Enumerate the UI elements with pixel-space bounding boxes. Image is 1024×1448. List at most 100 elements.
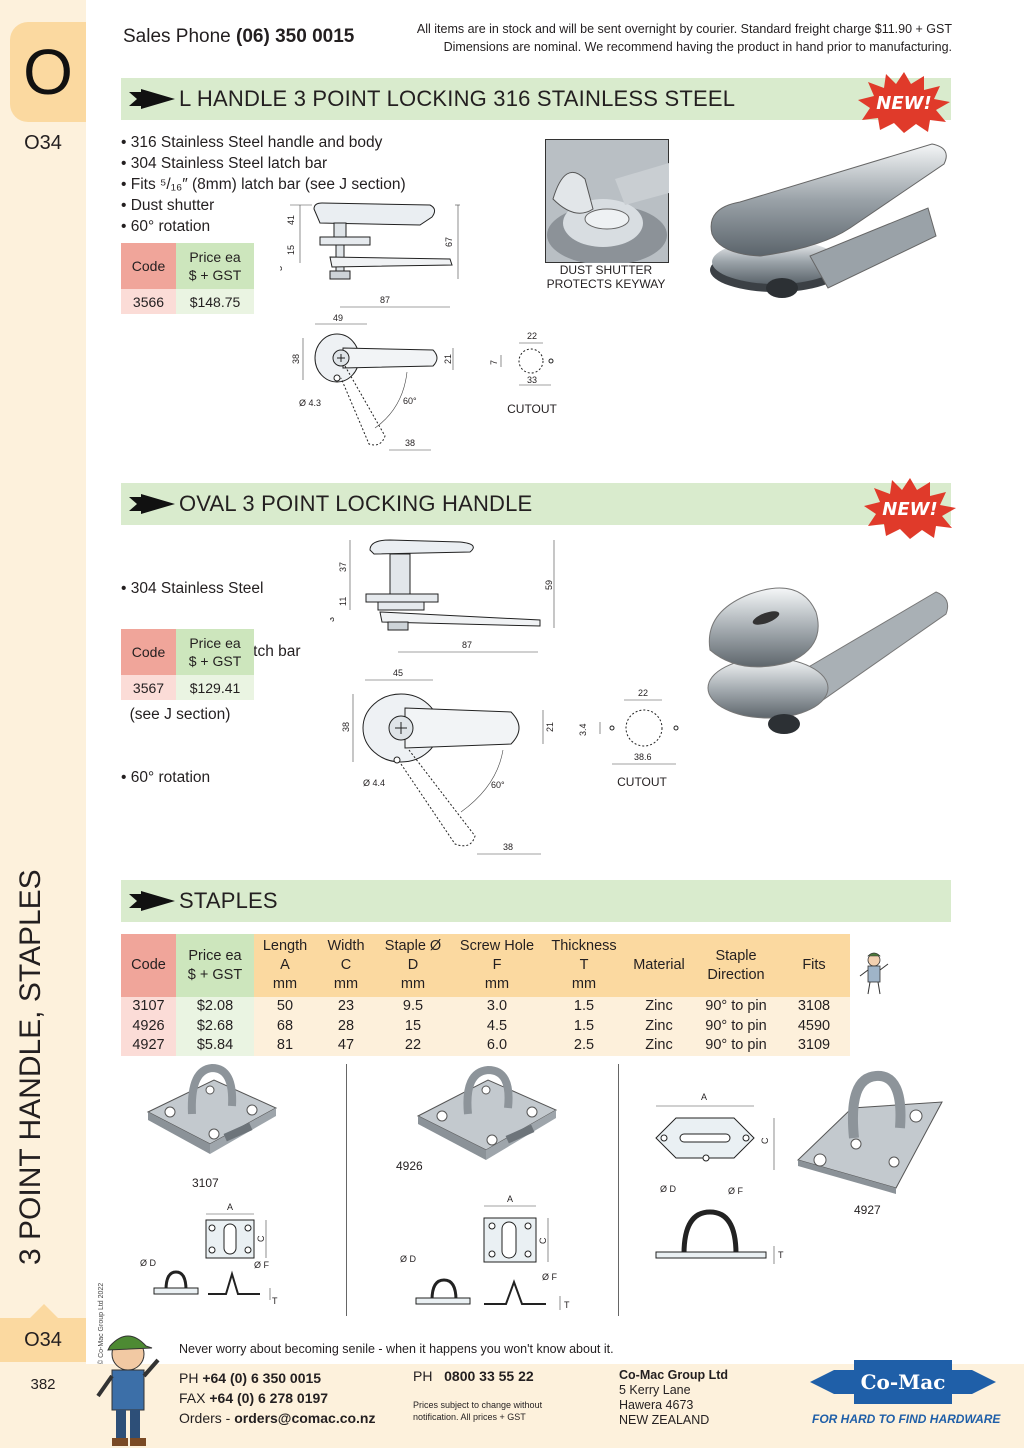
feature-item: (see J section) bbox=[121, 706, 231, 723]
table-cell: 1.5 bbox=[544, 997, 624, 1017]
table-cell: $2.68 bbox=[176, 1016, 254, 1036]
product-label-4927: 4927 bbox=[854, 1203, 881, 1217]
product-price: $148.75 bbox=[176, 289, 254, 314]
freephone-number[interactable]: 0800 33 55 22 bbox=[444, 1368, 534, 1384]
page-code-bottom: O34 bbox=[0, 1304, 86, 1362]
table-cell: 6.0 bbox=[450, 1036, 544, 1056]
table-cell: Zinc bbox=[624, 1036, 694, 1056]
phone-number[interactable]: +64 (0) 6 350 0015 bbox=[202, 1370, 322, 1386]
comac-logo: Co-Mac bbox=[810, 1360, 996, 1404]
table-cell: 3108 bbox=[778, 997, 850, 1017]
svg-text:87: 87 bbox=[380, 295, 390, 305]
section-bar-staples: STAPLES bbox=[121, 880, 951, 922]
table-cell: 81 bbox=[254, 1036, 316, 1056]
logo-text: Co-Mac bbox=[861, 1370, 946, 1394]
svg-text:3.4: 3.4 bbox=[578, 723, 588, 736]
column-header: Price ea$ + GST bbox=[176, 934, 254, 997]
svg-text:C: C bbox=[760, 1137, 770, 1144]
column-header: Code bbox=[121, 934, 176, 997]
new-badge-text: NEW! bbox=[882, 499, 937, 520]
sales-phone-number: (06) 350 0015 bbox=[236, 26, 355, 47]
l-handle-top-drawing: 49 60° Ø 4.3 38 21 38 bbox=[291, 313, 454, 451]
company-name: Co-Mac Group Ltd bbox=[619, 1368, 729, 1382]
svg-text:60°: 60° bbox=[403, 396, 417, 406]
orders-label: Orders - bbox=[179, 1410, 231, 1426]
new-badge-icon: NEW! bbox=[864, 478, 956, 539]
table-cell: 1.5 bbox=[544, 1016, 624, 1036]
staple-4927-drawing: A C Ø F Ø D T bbox=[655, 1092, 784, 1264]
feature-list: • 316 Stainless Steel handle and body • … bbox=[121, 132, 406, 237]
table-cell: 3.0 bbox=[450, 997, 544, 1017]
table-cell: 28 bbox=[316, 1016, 376, 1036]
code-header: Code bbox=[121, 243, 176, 289]
feature-item: • 304 Stainless Steel bbox=[121, 580, 264, 597]
table-cell: 3107 bbox=[121, 997, 176, 1017]
mascot-small-icon bbox=[859, 952, 889, 995]
l-handle-side-drawing: 41 15 3 67 87 bbox=[280, 202, 460, 308]
phone-label: PH bbox=[179, 1370, 199, 1386]
dust-shutter-caption: DUST SHUTTER PROTECTS KEYWAY bbox=[546, 263, 666, 291]
svg-text:67: 67 bbox=[444, 237, 454, 247]
column-header: Fits bbox=[778, 934, 850, 997]
table-cell: 4590 bbox=[778, 1016, 850, 1036]
staple-4927-photo bbox=[797, 1071, 943, 1194]
svg-text:C: C bbox=[538, 1237, 548, 1244]
dust-shutter-photo bbox=[545, 139, 669, 263]
svg-text:C: C bbox=[256, 1235, 266, 1242]
staple-3107-photo bbox=[146, 1063, 278, 1154]
orders-email-link[interactable]: orders@comac.co.nz bbox=[234, 1410, 376, 1426]
table-cell: 50 bbox=[254, 997, 316, 1017]
section-title: L HANDLE 3 POINT LOCKING 316 STAINLESS S… bbox=[179, 86, 736, 111]
contact-block: PH +64 (0) 6 350 0015 FAX +64 (0) 6 278 … bbox=[179, 1368, 376, 1428]
table-cell: 22 bbox=[376, 1036, 450, 1056]
svg-text:45: 45 bbox=[393, 668, 403, 678]
svg-text:Ø 4.4: Ø 4.4 bbox=[363, 778, 385, 788]
feature-item: • 60° rotation bbox=[121, 218, 211, 235]
svg-text:33: 33 bbox=[527, 375, 537, 385]
table-cell: 90° to pin bbox=[694, 1036, 778, 1056]
svg-text:T: T bbox=[272, 1296, 278, 1306]
product-label-4926: 4926 bbox=[396, 1159, 423, 1173]
svg-text:3: 3 bbox=[330, 617, 336, 622]
svg-text:Ø F: Ø F bbox=[728, 1186, 744, 1196]
svg-text:21: 21 bbox=[443, 354, 453, 364]
table-cell: 47 bbox=[316, 1036, 376, 1056]
table-cell: Zinc bbox=[624, 997, 694, 1017]
table-cell: 4.5 bbox=[450, 1016, 544, 1036]
code-header: Code bbox=[121, 629, 176, 675]
page-number: 382 bbox=[30, 1376, 56, 1393]
svg-text:60°: 60° bbox=[491, 780, 505, 790]
svg-text:21: 21 bbox=[545, 722, 555, 732]
table-cell: 90° to pin bbox=[694, 1016, 778, 1036]
section-letter-tab: O bbox=[10, 22, 86, 122]
svg-text:38: 38 bbox=[503, 842, 513, 852]
notice-line-2: Dimensions are nominal. We recommend hav… bbox=[443, 40, 952, 54]
arrow-icon bbox=[129, 494, 175, 514]
shipping-notice: All items are in stock and will be sent … bbox=[352, 20, 952, 56]
svg-text:Ø D: Ø D bbox=[140, 1258, 157, 1268]
svg-text:37: 37 bbox=[338, 562, 348, 572]
column-divider bbox=[346, 1064, 347, 1316]
feature-item: • 304 Stainless Steel latch bar bbox=[121, 155, 328, 172]
table-cell: 15 bbox=[376, 1016, 450, 1036]
svg-text:Ø D: Ø D bbox=[400, 1254, 417, 1264]
svg-text:87: 87 bbox=[462, 640, 472, 650]
product-code: 3567 bbox=[121, 675, 176, 700]
sales-phone-label: Sales Phone bbox=[123, 26, 231, 47]
price-disclaimer: Prices subject to change without notific… bbox=[413, 1400, 543, 1422]
svg-text:7: 7 bbox=[489, 360, 499, 365]
new-badge-icon: NEW! bbox=[858, 72, 950, 133]
freephone-label: PH bbox=[413, 1368, 433, 1384]
svg-text:49: 49 bbox=[333, 313, 343, 323]
mascot-icon bbox=[96, 1335, 160, 1446]
feature-item: • 316 Stainless Steel handle and body bbox=[121, 134, 383, 151]
new-badge-text: NEW! bbox=[876, 93, 931, 114]
oval-handle-product-photo bbox=[707, 587, 949, 734]
section-bar-l-handle: L HANDLE 3 POINT LOCKING 316 STAINLESS S… bbox=[121, 78, 951, 120]
